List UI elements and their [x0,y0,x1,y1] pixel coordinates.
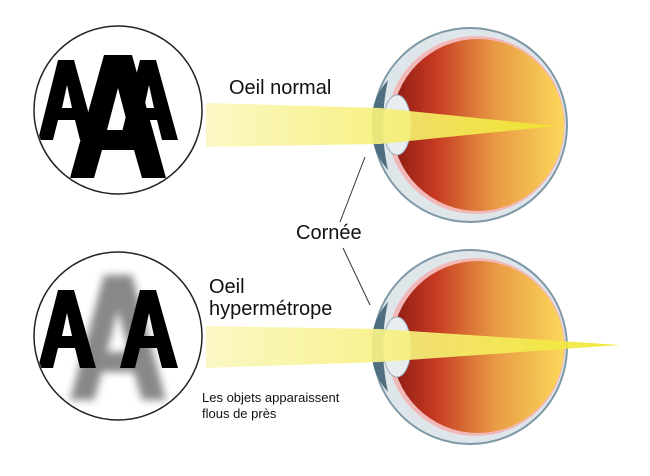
cornea-pointer-line [339,156,366,223]
hyperopic-eye [206,249,620,445]
normal-eye-label: Oeil normal [229,77,332,99]
blur-note-line2: flous de près [202,406,277,421]
cornea-label: Cornée [296,222,362,244]
blur-note-line1: Les objets apparaissent [202,390,340,405]
hyperopic-eye-label-line2: hypermétrope [209,298,333,320]
blurred-letters-chart [33,251,203,421]
hyperopic-eye-label-line1: Oeil [209,276,245,298]
cornea-pointer-line [342,247,371,306]
normal-eye [206,27,568,223]
light-ray [206,103,555,147]
sharp-letters-chart [33,25,203,195]
light-ray [206,326,620,368]
